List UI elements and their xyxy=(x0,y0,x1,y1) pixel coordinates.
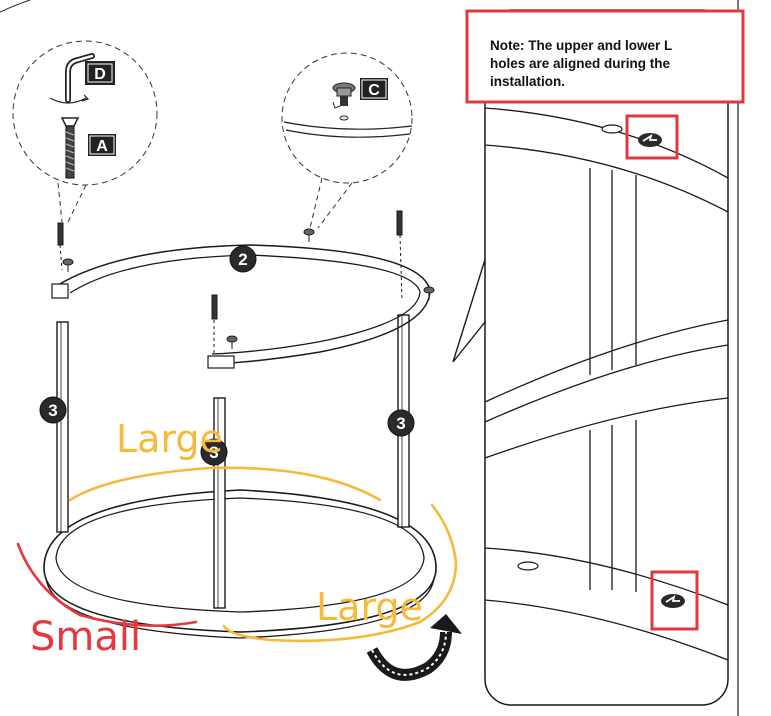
part-number-3-right: 3 xyxy=(387,409,415,437)
post-middle xyxy=(213,397,226,609)
small-annotation: Small xyxy=(30,614,141,660)
tag-d: D xyxy=(85,61,115,85)
rotation-arrow-icon xyxy=(366,614,462,681)
highlight-box-lower-l-hole xyxy=(650,570,699,631)
tag-a-label: A xyxy=(96,138,108,155)
large-annotation-bottom: Large xyxy=(316,585,423,629)
zoom-circle-cam-lock: C xyxy=(281,52,413,229)
part-number-2: 2 xyxy=(229,245,257,273)
tag-d-label: D xyxy=(94,66,106,83)
screw-set xyxy=(57,210,435,355)
part-number-3-left-label: 3 xyxy=(48,401,57,420)
cam-lock-lower-icon xyxy=(661,594,685,608)
note-line-3: installation. xyxy=(490,74,565,89)
cam-bolt-c-icon xyxy=(332,82,356,121)
part-number-3-right-label: 3 xyxy=(396,414,405,433)
detail-callout-panel xyxy=(452,9,729,706)
bottom-ring xyxy=(43,489,437,639)
orange-annotation-strokes xyxy=(68,466,458,643)
bolt-a-icon xyxy=(60,117,80,179)
part-number-3-left: 3 xyxy=(39,396,67,424)
note-box: Note: The upper and lower L holes are al… xyxy=(465,9,745,104)
part-number-2-label: 2 xyxy=(238,250,247,269)
zoom-circle-screw-allen: D A xyxy=(12,40,158,223)
highlight-box-upper-l-hole xyxy=(625,114,679,160)
allen-key-icon xyxy=(49,53,95,104)
tag-a: A xyxy=(88,134,116,156)
red-annotation-stroke xyxy=(16,542,198,628)
note-line-1: Note: The upper and lower L xyxy=(490,38,672,53)
large-annotation-top: Large xyxy=(116,417,223,461)
hint-arc-top-left xyxy=(0,0,31,13)
top-ring-part-2 xyxy=(51,244,431,369)
part-number-3-middle: 3 xyxy=(200,438,228,466)
cam-lock-upper-icon xyxy=(638,133,662,147)
tag-c: C xyxy=(360,78,388,100)
part-number-3-middle-label: 3 xyxy=(209,443,218,462)
post-left xyxy=(56,321,69,533)
tag-c-label: C xyxy=(368,82,380,99)
note-line-2: holes are aligned during the xyxy=(490,56,671,71)
